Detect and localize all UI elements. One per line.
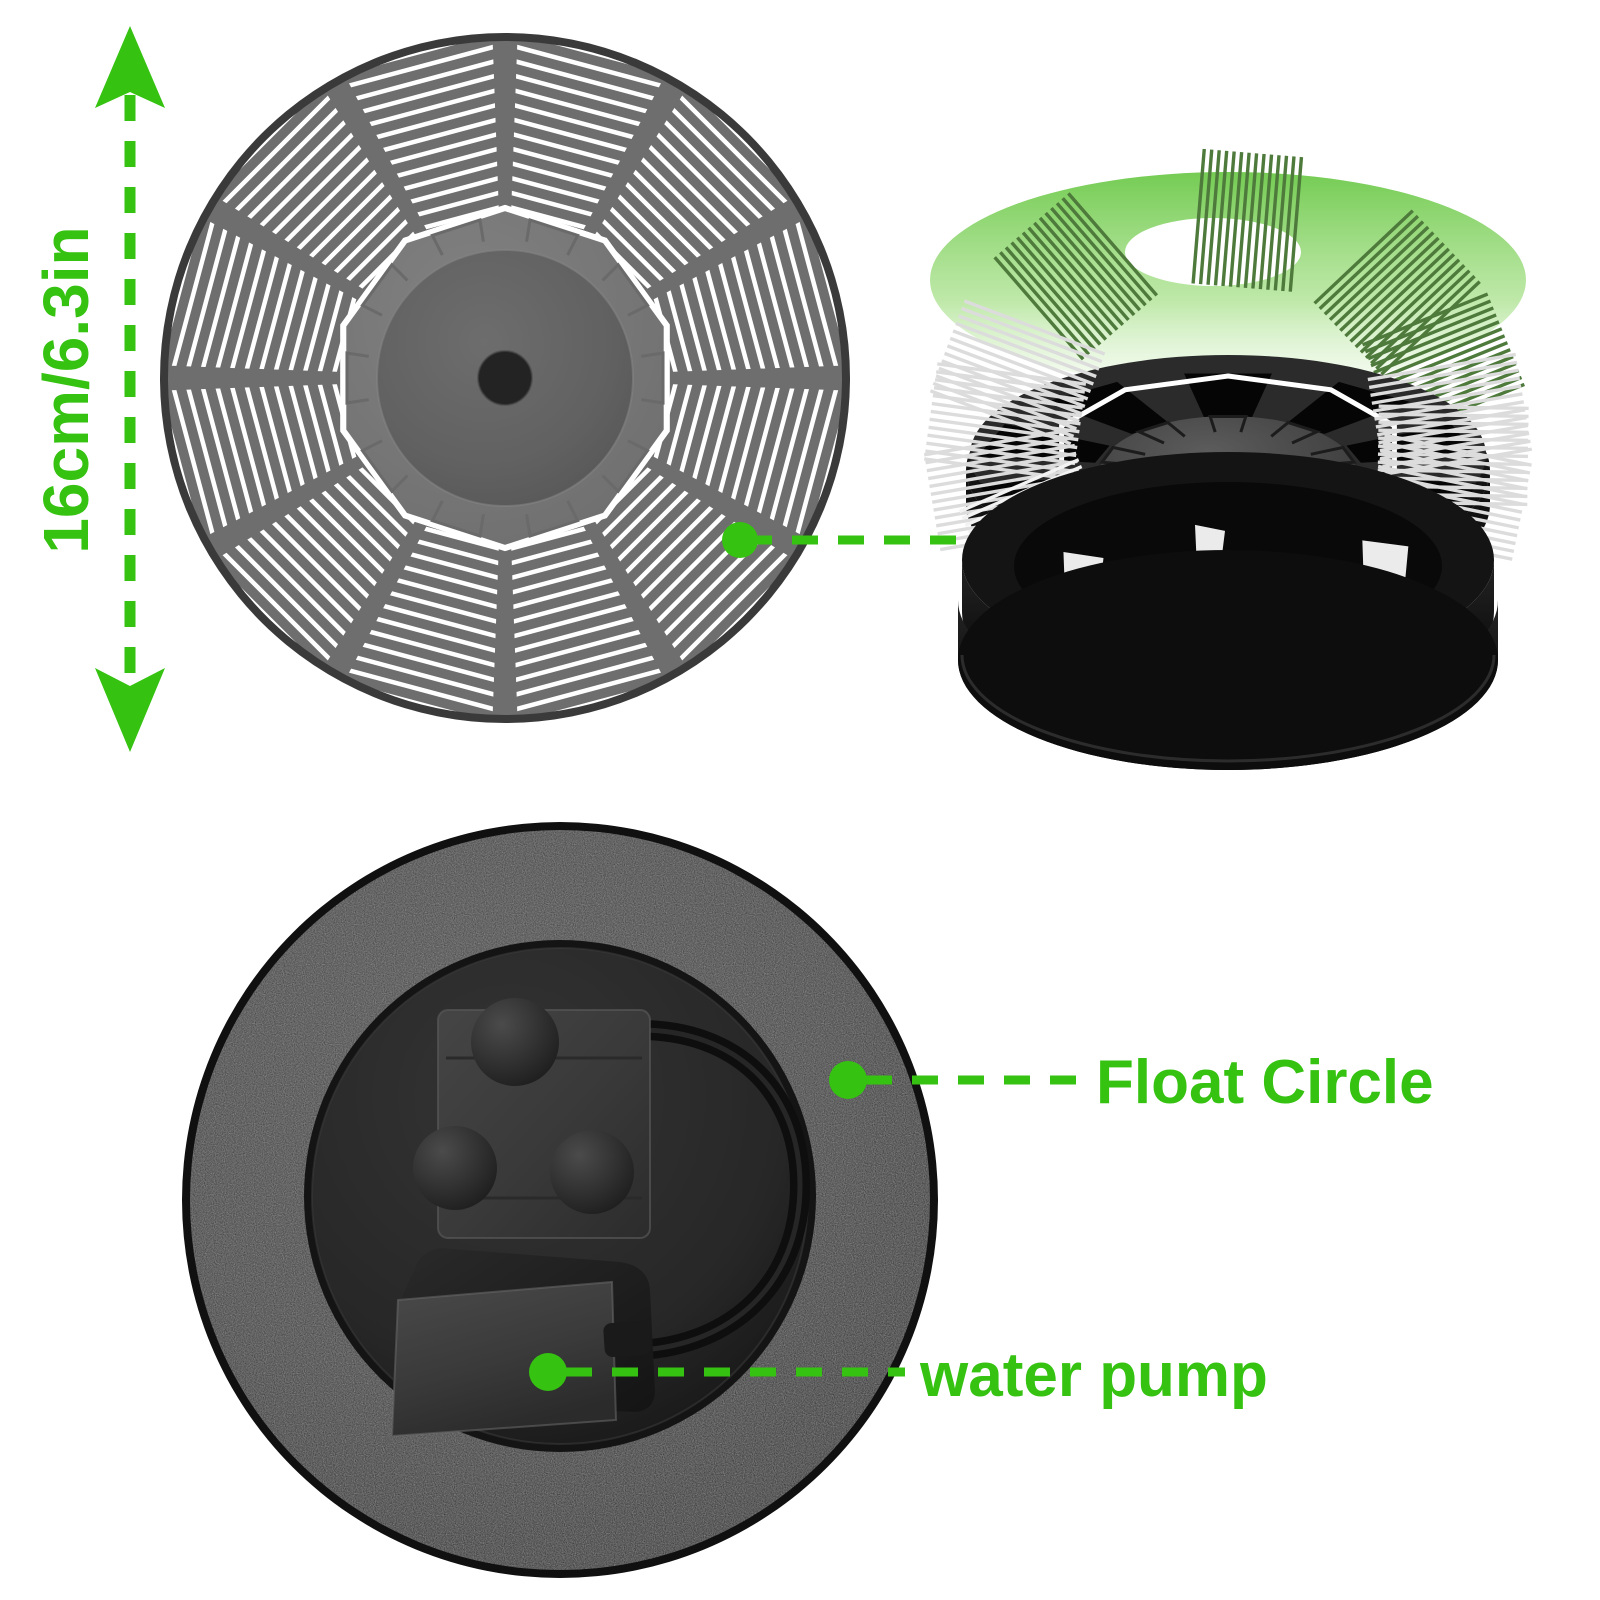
callout-water-pump[interactable]: water pump [529, 1341, 1268, 1410]
panel-segment [510, 41, 663, 244]
callout-dot-panel [722, 522, 758, 558]
mounting-bracket [413, 998, 651, 1239]
callout-label-water-pump: water pump [919, 1341, 1268, 1410]
bottom-view-assembly [182, 822, 938, 1578]
callout-panel-to-assembly [722, 522, 975, 558]
panel-segment [347, 512, 500, 715]
perspective-base-bottom [958, 550, 1498, 770]
perspective-base-highlight [960, 654, 1496, 763]
dimension-label: 16cm/6.3in [30, 226, 102, 553]
perspective-fin [993, 192, 1159, 361]
dimension-arrow-down [95, 668, 165, 752]
callout-dot-float-circle [829, 1061, 867, 1099]
pump-body-face [392, 1282, 616, 1436]
panel-segment [347, 41, 500, 244]
pump-body-edge [390, 1280, 618, 1438]
panel-hub-disc-edge [376, 249, 634, 507]
dimension-indicator: 16cm/6.3in [30, 26, 165, 752]
pump-cable-highlight [637, 1027, 803, 1353]
perspective-float-base [958, 452, 1498, 770]
panel-center-hole [478, 351, 532, 405]
panel-segment [639, 383, 842, 536]
callout-float-circle[interactable]: Float Circle [829, 1048, 1434, 1117]
panel-center-hole-edge [477, 350, 533, 406]
hub-detail-ticks [345, 218, 665, 538]
callout-dot-water-pump [529, 1353, 567, 1391]
bracket-bump-left [413, 1126, 497, 1210]
perspective-fin [1313, 209, 1481, 376]
callout-label-float-circle: Float Circle [1096, 1048, 1434, 1117]
perspective-fin [1191, 148, 1304, 292]
pump-cable-connector [603, 1320, 651, 1358]
bracket-bump-top [471, 998, 559, 1086]
water-pump-module [390, 1248, 655, 1438]
panel-decagon-stroke [340, 204, 670, 552]
dimension-arrow-up [95, 26, 165, 108]
top-view-solar-panel [160, 33, 850, 723]
bracket-bump-right [550, 1130, 634, 1214]
perspective-exploded-view [923, 148, 1533, 770]
